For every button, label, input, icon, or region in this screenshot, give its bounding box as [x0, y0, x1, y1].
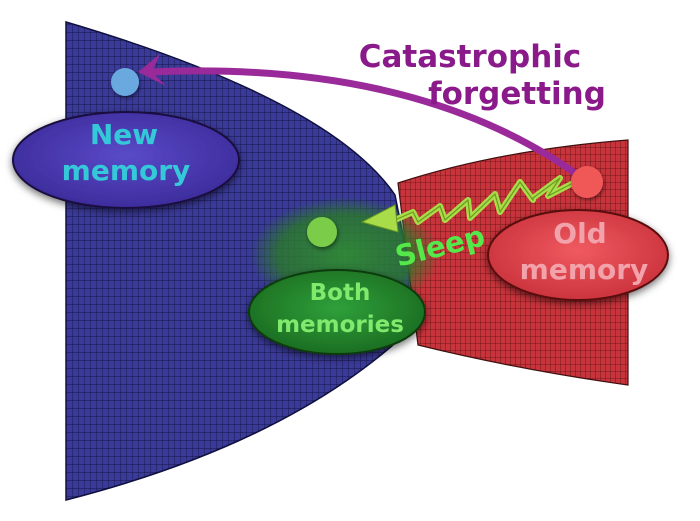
both-memories-label-1: Both [310, 280, 371, 306]
old-memory-bubble: Old memory [487, 209, 669, 301]
new-memory-label-2: memory [62, 154, 191, 187]
both-memories-bubble: Both memories [248, 269, 426, 355]
both-memories-label-2: memories [276, 312, 404, 338]
catastrophic-arrow-icon [138, 54, 586, 182]
old-memory-label-2: memory [520, 253, 649, 286]
catastrophic-label-2: forgetting [428, 76, 606, 112]
new-memory-bubble: New memory [12, 111, 240, 209]
new-memory-label-1: New [90, 118, 158, 151]
both-memories-dot [307, 217, 337, 247]
old-memory-label-1: Old [553, 217, 606, 250]
new-memory-dot [111, 68, 139, 96]
old-memory-dot [571, 166, 603, 198]
sleep-arrow-icon [360, 175, 577, 233]
catastrophic-label-1: Catastrophic [359, 39, 582, 75]
